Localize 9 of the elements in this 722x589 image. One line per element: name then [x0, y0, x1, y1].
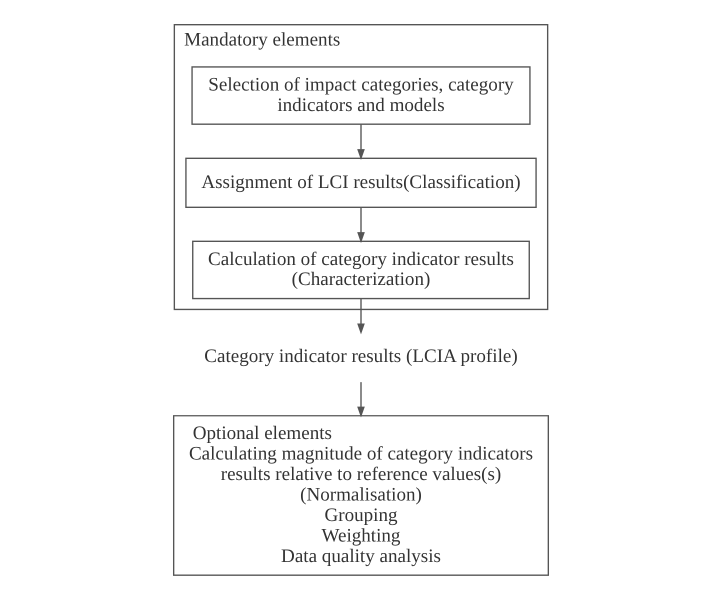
- node-box: Optional elements Calculating magnitude of category indicators results relative to reference values(s) (Normalisation) Grouping Weighting Data quality analysis: [172, 415, 549, 576]
- node-box: Calculation of category indicator results (Characterization): [192, 240, 530, 300]
- arrow: [357, 382, 365, 418]
- node-text: Category indicator results (LCIA profile): [204, 346, 518, 368]
- node-box: Selection of impact categories, category indicators and models: [191, 66, 531, 125]
- arrow: [357, 124, 365, 160]
- node-box: Assignment of LCI results(Classification): [185, 158, 537, 208]
- arrow: [357, 208, 365, 244]
- arrow: [357, 299, 365, 334]
